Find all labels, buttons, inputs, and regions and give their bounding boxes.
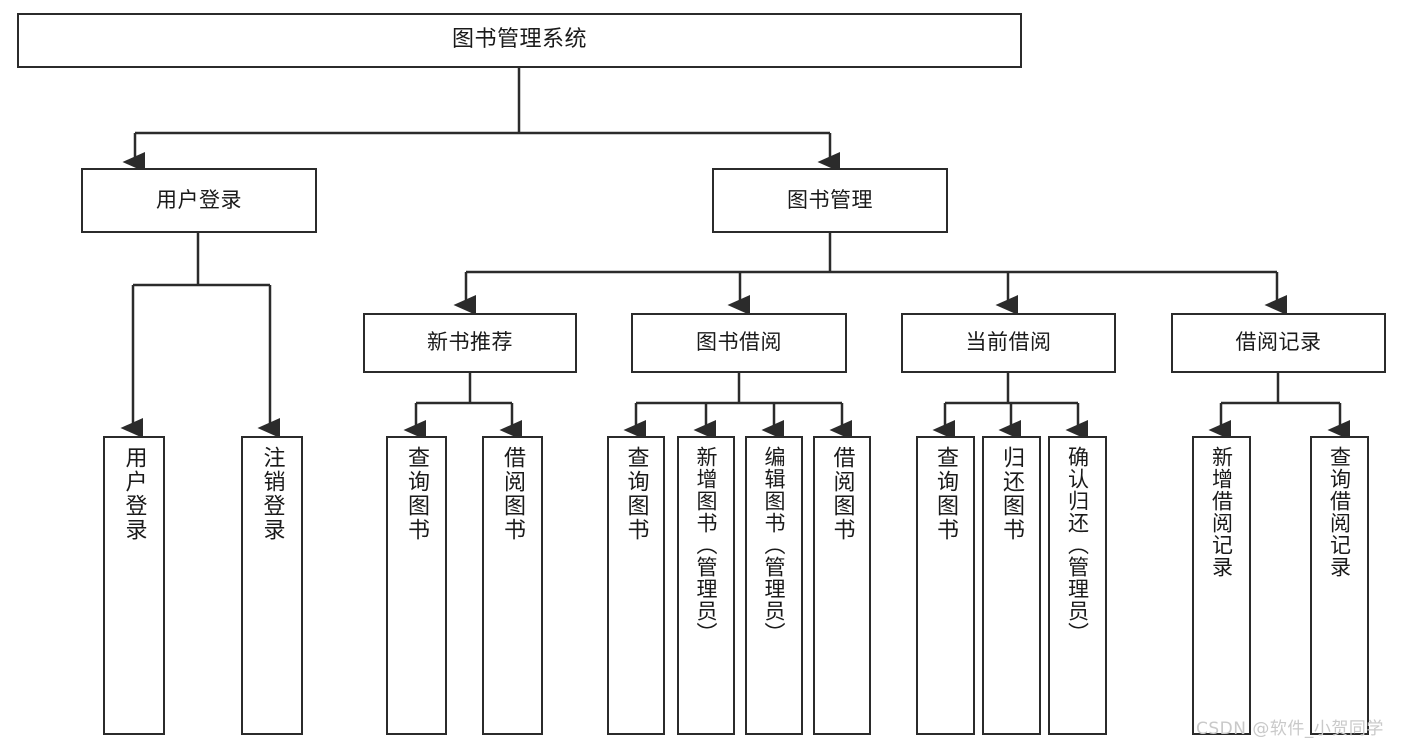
node-root-system[interactable]: 图书管理系统 [17, 13, 1022, 68]
node-label: 新书推荐 [427, 330, 513, 355]
node-leaf-borrow-book-newbook[interactable]: 借阅图书 [482, 436, 543, 735]
node-leaf-logout[interactable]: 注销登录 [241, 436, 303, 735]
node-label: 当前借阅 [965, 330, 1052, 355]
node-leaf-query-book-newbook[interactable]: 查询图书 [386, 436, 447, 735]
node-user-login[interactable]: 用户登录 [81, 168, 317, 233]
node-book-borrow[interactable]: 图书借阅 [631, 313, 847, 373]
node-label: 查询图书 [623, 446, 649, 542]
node-leaf-query-book[interactable]: 查询图书 [607, 436, 665, 735]
node-label: 编辑图书（管理员） [762, 446, 787, 644]
node-leaf-query-book-current[interactable]: 查询图书 [916, 436, 975, 735]
node-leaf-borrow-book[interactable]: 借阅图书 [813, 436, 871, 735]
node-label: 图书管理系统 [451, 27, 587, 53]
node-label: 注销登录 [259, 446, 285, 542]
node-label: 新增借阅记录 [1209, 446, 1234, 578]
node-label: 查询图书 [933, 446, 959, 542]
node-leaf-confirm-return-admin[interactable]: 确认归还（管理员） [1048, 436, 1107, 735]
node-leaf-edit-book-admin[interactable]: 编辑图书（管理员） [745, 436, 803, 735]
node-leaf-add-book-admin[interactable]: 新增图书（管理员） [677, 436, 735, 735]
node-label: 用户登录 [121, 446, 147, 542]
node-leaf-return-book[interactable]: 归还图书 [982, 436, 1041, 735]
node-leaf-add-borrow-record[interactable]: 新增借阅记录 [1192, 436, 1251, 735]
node-label: 图书借阅 [696, 330, 782, 355]
node-borrow-record[interactable]: 借阅记录 [1171, 313, 1386, 373]
node-label: 用户登录 [156, 187, 242, 212]
node-label: 查询图书 [404, 446, 430, 542]
node-label: 归还图书 [999, 446, 1025, 542]
node-label: 确认归还（管理员） [1065, 446, 1090, 644]
node-label: 借阅图书 [829, 446, 855, 542]
node-label: 新增图书（管理员） [694, 446, 719, 644]
node-label: 图书管理 [787, 187, 873, 212]
node-new-book-recommend[interactable]: 新书推荐 [363, 313, 577, 373]
node-label: 借阅图书 [500, 446, 526, 542]
csdn-watermark: CSDN @软件_小贺同学 [1196, 719, 1384, 739]
node-label: 借阅记录 [1235, 330, 1322, 355]
node-leaf-query-borrow-record[interactable]: 查询借阅记录 [1310, 436, 1369, 735]
node-book-management[interactable]: 图书管理 [712, 168, 948, 233]
node-leaf-user-login[interactable]: 用户登录 [103, 436, 165, 735]
node-label: 查询借阅记录 [1327, 446, 1352, 578]
node-current-borrow[interactable]: 当前借阅 [901, 313, 1116, 373]
